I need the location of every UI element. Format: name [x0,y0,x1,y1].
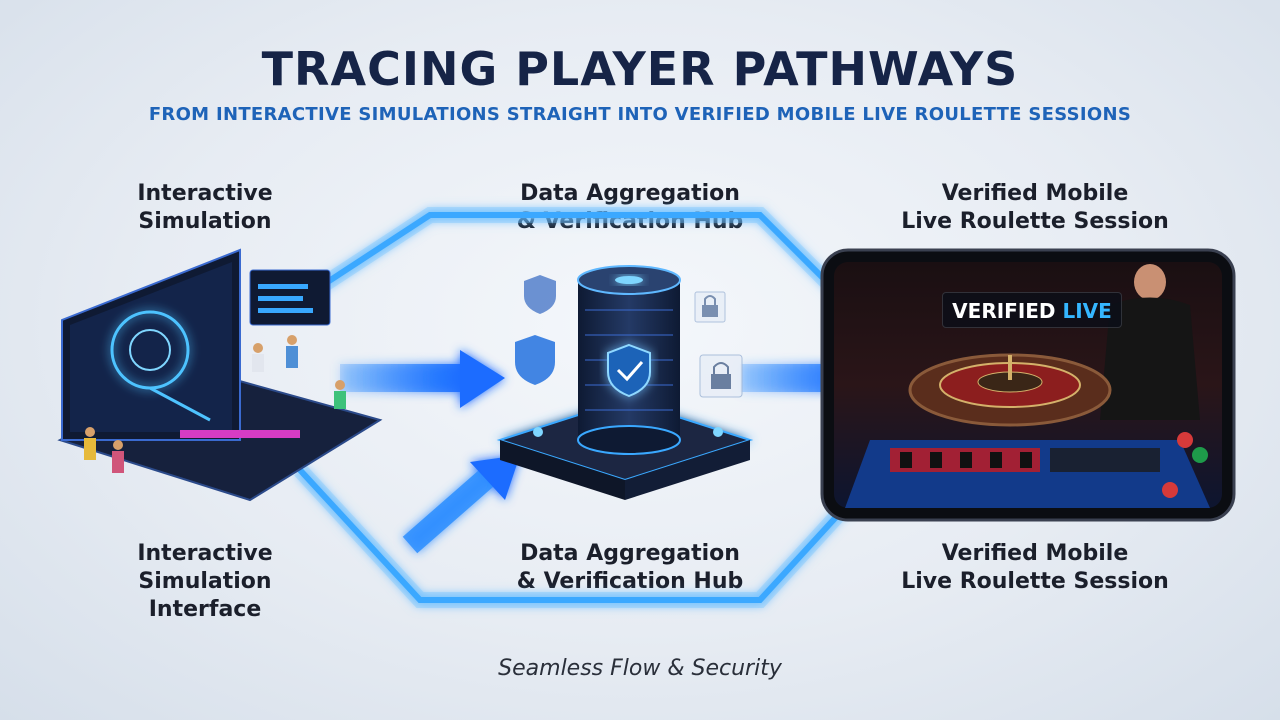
verified-live-badge: VERIFIED LIVE [942,292,1122,328]
flow-arrow-sim-to-hub [340,350,505,408]
lock-icon [695,292,742,397]
smartphone-roulette-illustration [822,250,1234,520]
flow-arrow-diagonal-into-hub [410,455,520,545]
footer-tagline: Seamless Flow & Security [0,656,1280,681]
